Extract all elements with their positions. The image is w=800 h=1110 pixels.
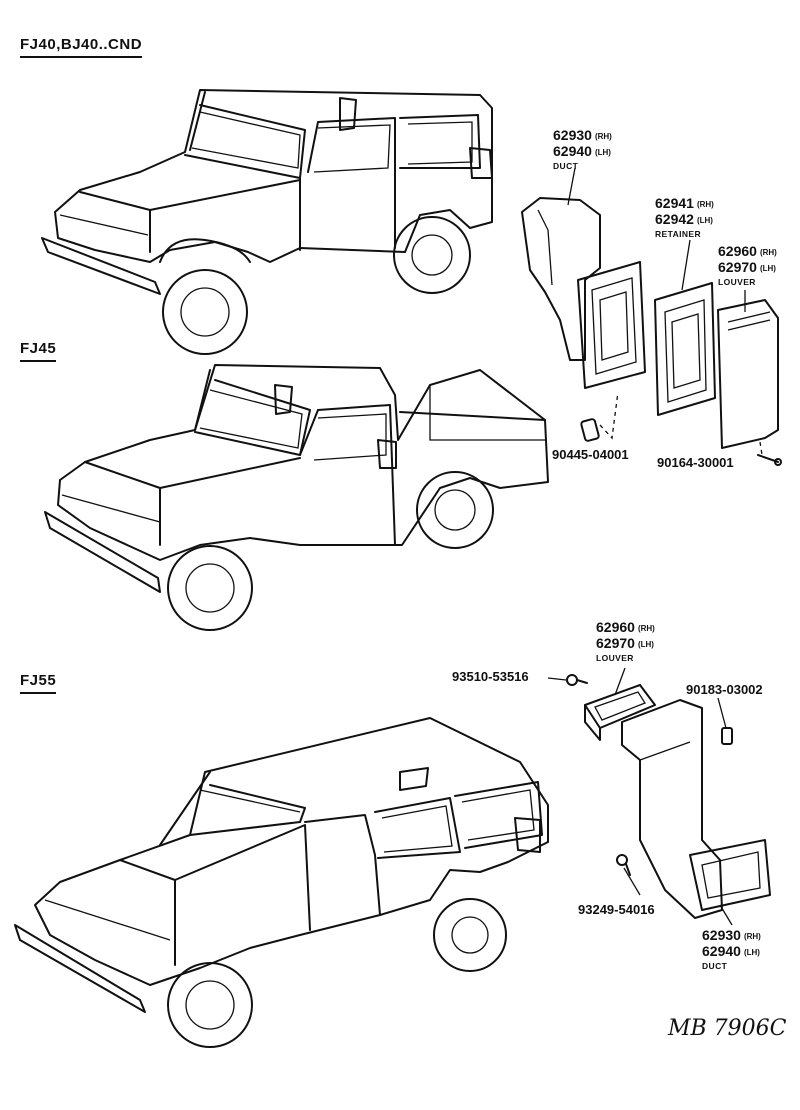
callout-duct-lower: 62930(RH) 62940(LH) DUCT [702,927,761,971]
fj55-vehicle-drawing [14,717,549,1048]
section-title-fj45: FJ45 [20,340,57,362]
fj45-vehicle-drawing [44,364,549,631]
drawing-signature: MB 7906C [668,1016,787,1041]
section-title-fj55: FJ55 [20,672,57,694]
upper-louver-drawing [717,299,779,449]
leader-lines [547,167,746,926]
lower-fasteners-drawing [566,674,733,876]
callout-retainer: 62941(RH) 62942(LH) RETAINER [655,195,714,239]
upper-retainer-drawing [654,282,716,416]
part-number-90183: 90183-03002 [686,682,763,697]
part-number-90445: 90445-04001 [552,447,629,462]
callout-louver-lower: 62960(RH) 62970(LH) LOUVER [596,619,655,663]
fj40-vehicle-drawing [41,89,493,355]
lower-louver-drawing [584,684,656,741]
part-number-90164: 90164-30001 [657,455,734,470]
part-number-93510: 93510-53516 [452,669,529,684]
upper-fasteners-drawing [580,391,782,466]
section-title-fj40: FJ40,BJ40..CND [20,36,143,58]
part-number-93249: 93249-54016 [578,902,655,917]
upper-duct-drawing [521,197,646,389]
lower-duct-drawing [621,699,771,919]
callout-louver-upper: 62960(RH) 62970(LH) LOUVER [718,243,777,287]
callout-duct-upper: 62930(RH) 62940(LH) DUCT [553,127,612,171]
